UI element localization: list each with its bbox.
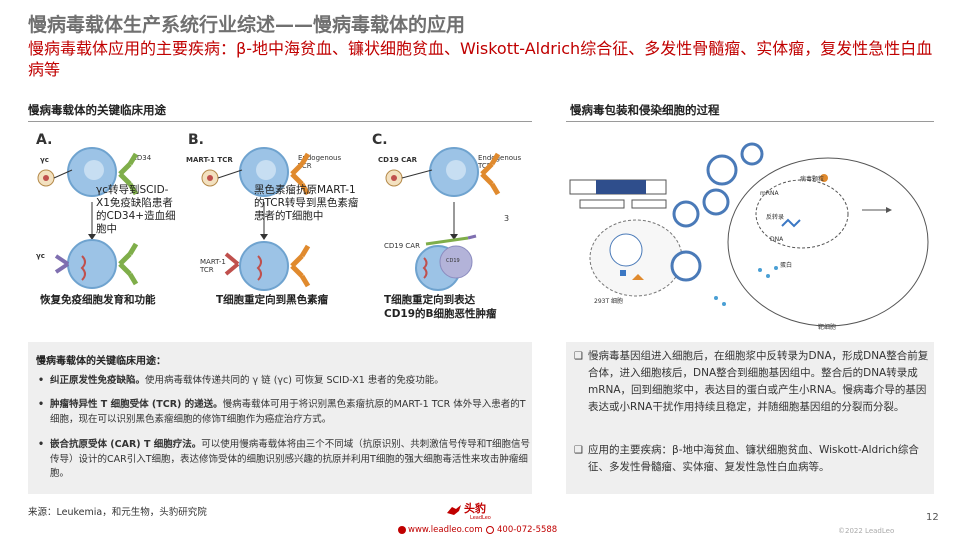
virion-icon [740, 142, 764, 166]
right-section-divider [566, 121, 934, 122]
bullet-heading: 嵌合抗原受体 (CAR) T 细胞疗法。 [50, 439, 202, 450]
virion-icon [706, 154, 738, 186]
dna-label: DNA [770, 236, 784, 243]
clinical-use-bullet: • 纠正原发性免疫缺陷。使用病毒载体传递共同的 γ 链 (γc) 可恢复 SCI… [38, 375, 444, 386]
dna-icon [80, 255, 86, 281]
web-icon [398, 526, 406, 534]
panel-a-annotation: γc转导到SCID-X1免疫缺陷患者的CD34+造血细胞中 [96, 184, 176, 235]
panel-c-caption-line-1: T细胞重定向到表达 [384, 294, 476, 306]
panel-a-caption: 恢复免疫细胞发育和功能 [40, 294, 156, 306]
bullet-text: 慢病毒载体可用于将识别黑色素瘤抗原的MART-1 TCR 体外导入患者的T细胞，… [50, 399, 526, 425]
bullet-heading: 肿瘤特异性 T 细胞受体 (TCR) 的递送。 [50, 399, 223, 410]
panel-b-top-label: MART-1 TCR [186, 156, 233, 164]
page-number: 12 [926, 512, 939, 523]
logo-text: 头豹 [464, 502, 486, 515]
panel-c-letter: C. [372, 132, 388, 148]
target-cell-label: 靶细胞 [818, 324, 837, 331]
entry-arrow-icon [53, 169, 73, 179]
bullet-heading: 纠正原发性免疫缺陷。 [50, 375, 146, 386]
left-section-title: 慢病毒载体的关键临床用途 [28, 103, 166, 117]
source-note: 来源：Leukemia，和元生物，头豹研究院 [28, 507, 207, 518]
mart1-tcr-icon [224, 252, 240, 276]
bullet-text: 可以使用慢病毒载体将由三个不同域（抗原识别、共刺激信号传导和T细胞信号传导）设计… [50, 439, 531, 479]
modified-cell-shape [67, 239, 117, 289]
endogenous-tcr-icon [290, 152, 311, 196]
copyright-text: ©2022 LeadLeo [838, 527, 895, 535]
cd34-receptor-icon [118, 152, 139, 196]
panel-a-receptor-label: CD34 [132, 154, 152, 162]
panel-b-bottom-label: MART-1 TCR [200, 258, 226, 274]
lentivirus-process-diagram [569, 142, 929, 327]
dna-icon [781, 218, 801, 228]
panel-b-annotation: 黑色素瘤抗原MART-1的TCR转导到黑色素瘤患者的T细胞中 [254, 184, 359, 222]
virion-icon [702, 188, 730, 216]
mrna-label: mRNA [760, 190, 779, 197]
phone-icon [486, 526, 494, 534]
gamma-c-receptor-icon [54, 254, 70, 274]
page-subtitle: 慢病毒载体应用的主要疾病：β-地中海贫血、镰状细胞贫血、Wiskott-Aldr… [28, 39, 933, 79]
leopard-logo-icon [447, 505, 461, 515]
panel-a-diagram [37, 147, 139, 289]
panel-c-diagram [385, 147, 501, 291]
protein-label: 蛋白 [780, 262, 793, 269]
clinical-use-bullet: • 嵌合抗原受体 (CAR) T 细胞疗法。可以使用慢病毒载体将由三个不同域（抗… [38, 439, 531, 479]
left-section-divider [28, 121, 532, 122]
car-receptor-icon [425, 236, 469, 246]
clinical-use-bullet: • 肿瘤特异性 T 细胞受体 (TCR) 的递送。慢病毒载体可用于将识别黑色素瘤… [38, 399, 526, 425]
website-link[interactable]: www.leadleo.com [408, 525, 483, 535]
process-description-box: ❑ 慢病毒基因组进入细胞后，在细胞浆中反转录为DNA，形成DNA整合前复合体，进… [566, 342, 934, 494]
tumor-cell-shape [439, 245, 473, 279]
panel-c-caption-line-2: CD19的B细胞恶性肿瘤 [384, 308, 497, 320]
panel-a-top-label: γc [40, 156, 49, 164]
process-bullet-text: 慢病毒基因组进入细胞后，在细胞浆中反转录为DNA，形成DNA整合前复合体，进入细… [588, 350, 929, 413]
modified-t-cell-shape [239, 241, 289, 291]
process-bullet: ❑ 应用的主要疾病：β-地中海贫血、镰状细胞贫血、Wiskott-Aldrich… [574, 442, 932, 476]
panel-c-top-label: CD19 CAR [378, 156, 418, 164]
nucleus-shape [84, 160, 104, 180]
panel-a-bottom-label: γc [36, 252, 45, 260]
process-bullet-text: 应用的主要疾病：β-地中海贫血、镰状细胞贫血、Wiskott-Aldrich综合… [588, 444, 919, 473]
endogenous-tcr-icon [480, 152, 501, 196]
panel-c-receptor-label: Endogenous TCR [478, 154, 522, 170]
rt-label: 反转录 [766, 214, 785, 221]
leadleo-logo [446, 502, 462, 521]
dna-icon [422, 257, 428, 279]
virus-core-icon [43, 175, 49, 181]
panel-c-cell-text: CD19 [446, 258, 460, 264]
logo-subtext: LeadLeo [470, 515, 491, 521]
target-nucleus-shape [755, 179, 849, 249]
process-bullet: ❑ 慢病毒基因组进入细胞后，在细胞浆中反转录为DNA，形成DNA整合前复合体，进… [574, 348, 932, 416]
virion-icon [670, 250, 702, 282]
right-section-title: 慢病毒包装和侵染细胞的过程 [570, 103, 720, 117]
panel-a-letter: A. [36, 132, 53, 148]
bullet-text: 使用病毒载体传递共同的 γ 链 (γc) 可恢复 SCID-X1 患者的免疫功能… [145, 375, 444, 386]
dna-icon [256, 255, 262, 281]
panel-b-diagram [201, 147, 311, 291]
panel-b-letter: B. [188, 132, 204, 148]
plasmid-bar [631, 199, 667, 209]
panel-c-side-number: 3 [504, 214, 510, 223]
host-cell-label: 293T 细胞 [594, 298, 624, 305]
panel-c-bottom-label: CD19 CAR [384, 242, 420, 250]
page-title: 慢病毒载体生产系统行业综述——慢病毒载体的应用 [28, 14, 466, 36]
plasmid-bar [579, 199, 625, 209]
host-nucleus-shape [609, 233, 643, 267]
phone-number[interactable]: 400-072-5588 [497, 525, 558, 535]
panel-b-receptor-label: Endogenous TCR [298, 154, 342, 170]
clinical-use-box: 慢病毒载体的关键临床用途： • 纠正原发性免疫缺陷。使用病毒载体传递共同的 γ … [28, 342, 532, 494]
panel-b-caption: T细胞重定向到黑色素瘤 [216, 294, 329, 306]
virion-icon [672, 200, 700, 228]
clinical-use-box-title: 慢病毒载体的关键临床用途： [36, 356, 166, 367]
virion-label: 病毒颗粒 [800, 176, 825, 183]
